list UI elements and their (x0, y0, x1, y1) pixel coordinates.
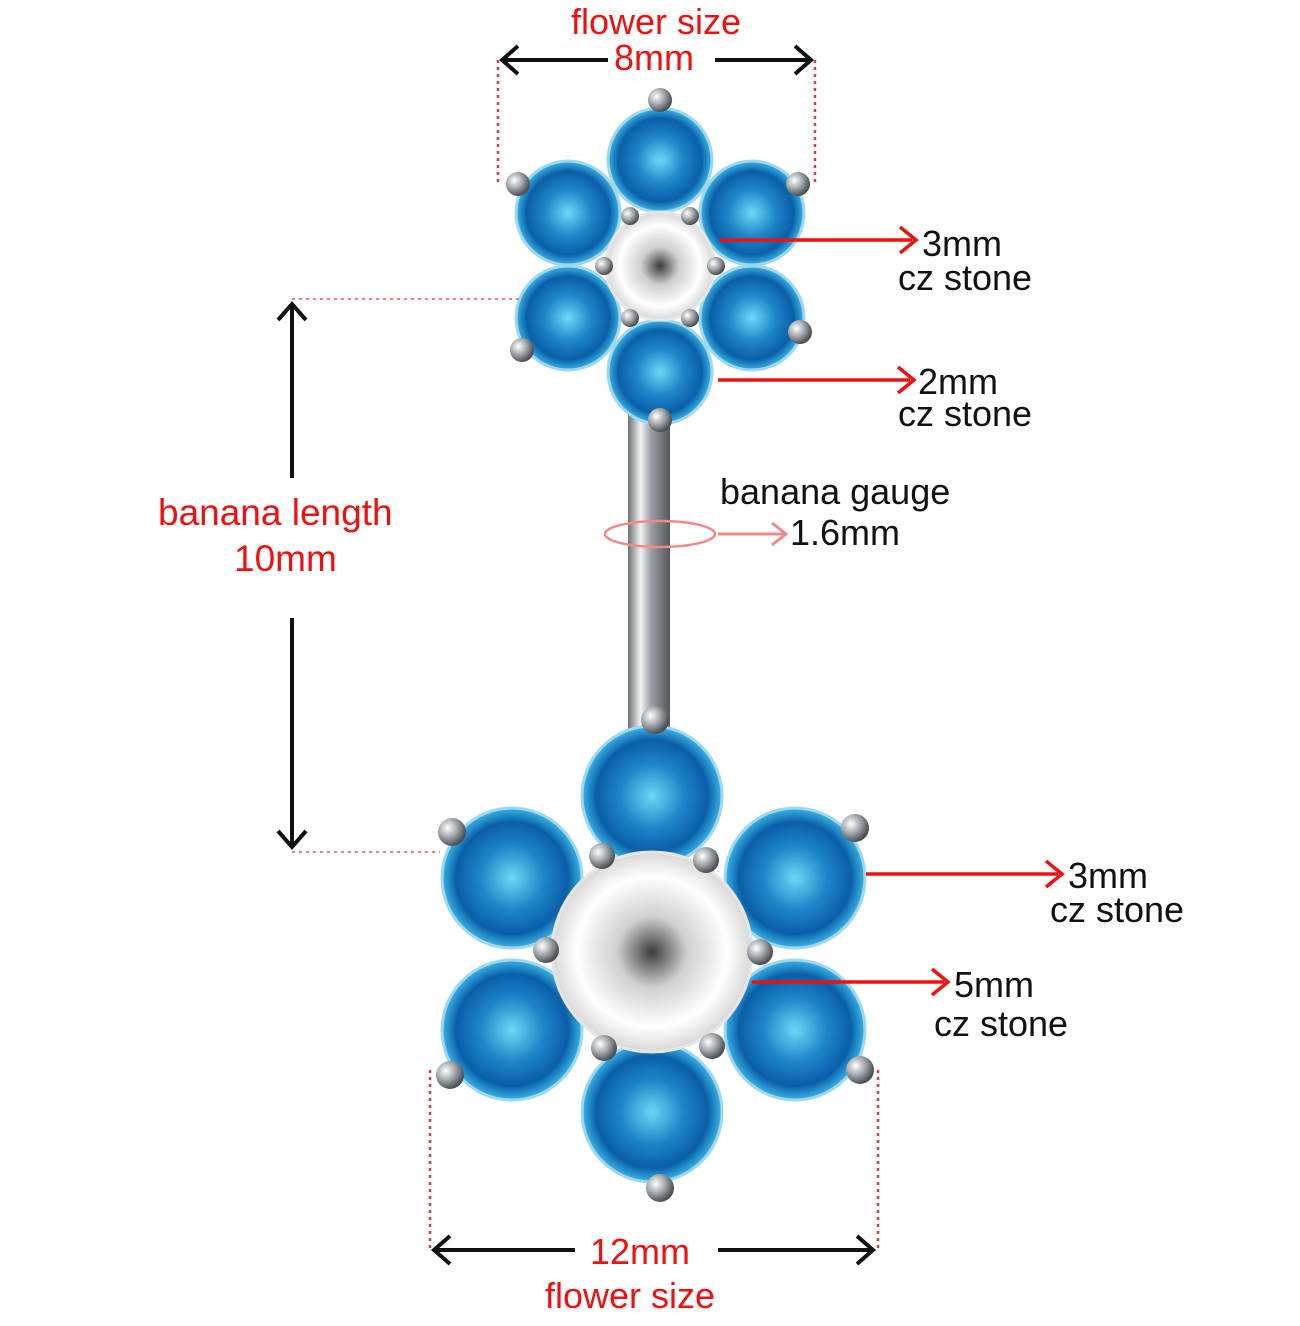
top-size-right-arrowhead (793, 44, 815, 76)
top-center-stone-type: cz stone (898, 257, 1033, 298)
top-stone-callouts (718, 225, 919, 395)
top-flower-size-value: 8mm (614, 37, 694, 78)
bottom-petal-stone-type: cz stone (1050, 889, 1185, 930)
top-petal-stone (698, 159, 806, 267)
bottom-petal-stone (440, 806, 584, 950)
bottom-petal-stone (723, 806, 867, 950)
top-petal-stone (514, 159, 622, 267)
top-center-callout-arrowhead (898, 225, 919, 255)
top-center-stone-size: 3mm (922, 223, 1002, 264)
bottom-prongs (436, 706, 874, 1202)
top-petal-callout-arrowhead (896, 365, 917, 395)
banana-gauge-title: banana gauge (720, 471, 951, 512)
bottom-flower-size-value: 12mm (590, 1231, 691, 1272)
bottom-stone-callouts (752, 859, 1065, 997)
banana-bar (628, 395, 670, 740)
gauge-ring (603, 519, 717, 549)
bottom-center-stone-type: cz stone (934, 1003, 1069, 1044)
top-petal-stone-type: cz stone (898, 393, 1033, 434)
banana-length-dimension (276, 298, 520, 853)
bottom-flower-size-title: flower size (545, 1275, 716, 1316)
bottom-center-callout-arrowhead (930, 967, 951, 997)
bottom-petal-callout-arrowhead (1044, 859, 1065, 889)
bottom-petal-stone (580, 1040, 724, 1184)
top-petal-stone (698, 264, 806, 372)
bottom-petal-stone (440, 958, 584, 1102)
banana-length-value: 10mm (234, 538, 337, 579)
banana-gauge-callout (718, 521, 789, 547)
top-petal-stone (606, 106, 714, 214)
top-size-dimension (496, 44, 817, 185)
banana-length-title: banana length (158, 492, 393, 533)
top-prongs (506, 88, 812, 432)
top-flower-size-title: flower size (571, 1, 742, 42)
bottom-size-dimension (428, 1070, 880, 1266)
bottom-flower (436, 706, 874, 1202)
banana-gauge-callout-arrowhead (771, 521, 789, 547)
banana-length-bottom-arrowhead (276, 829, 308, 851)
top-center-stone (604, 210, 716, 322)
banana-gauge-value: 1.6mm (790, 512, 901, 553)
top-size-left-arrowhead (498, 44, 520, 76)
banana-length-top-arrowhead (276, 300, 308, 322)
bottom-size-right-arrowhead (855, 1234, 877, 1266)
bottom-center-stone-size: 5mm (954, 964, 1034, 1005)
bottom-center-stone (550, 850, 754, 1054)
bottom-petal-stone-size: 3mm (1068, 855, 1148, 896)
top-petal-stone-size: 2mm (918, 361, 998, 402)
bottom-size-left-arrowhead (430, 1234, 452, 1266)
bottom-petal-stone (723, 958, 867, 1102)
